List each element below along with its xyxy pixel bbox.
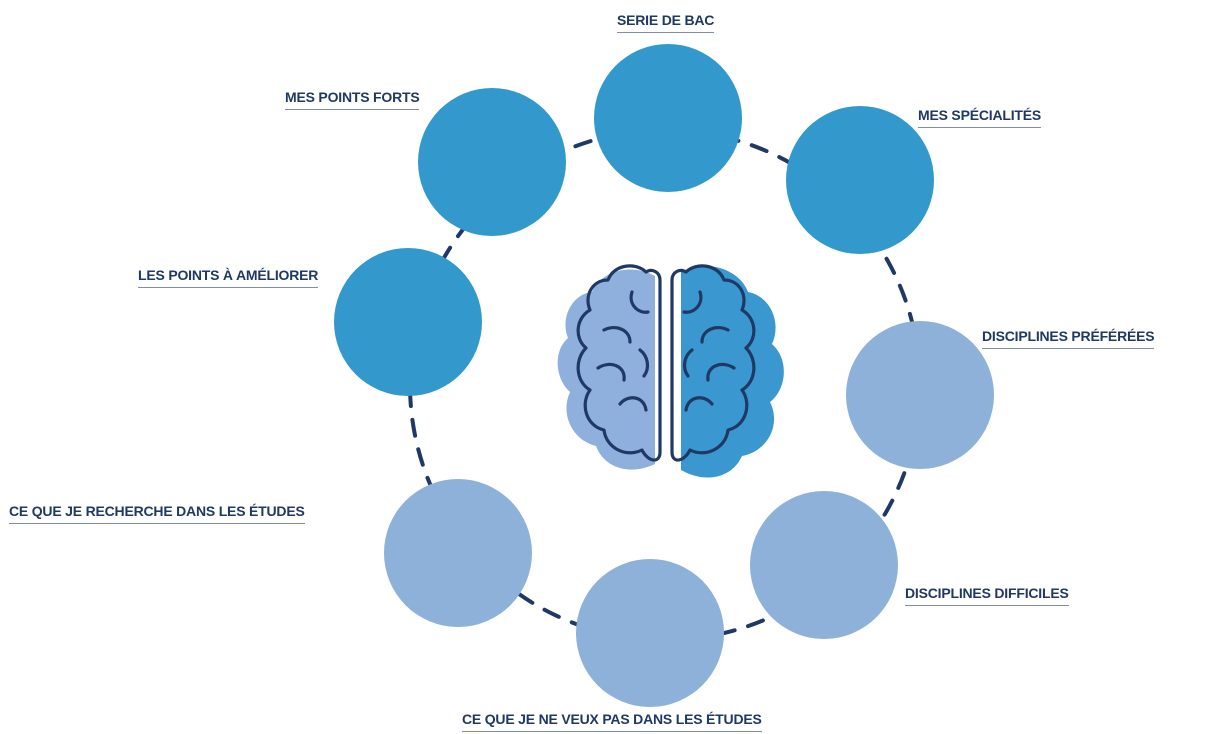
brain-icon (557, 264, 784, 478)
label-mes-specialites: MES SPÉCIALITÉS (918, 107, 1041, 128)
label-points-forts: MES POINTS FORTS (285, 89, 420, 110)
label-ne-veux-pas: CE QUE JE NE VEUX PAS DANS LES ÉTUDES (462, 711, 762, 732)
label-disciplines-difficiles: DISCIPLINES DIFFICILES (905, 585, 1069, 606)
node-circle-disciplines-preferees (846, 321, 994, 469)
label-recherche: CE QUE JE RECHERCHE DANS LES ÉTUDES (9, 503, 305, 524)
label-serie-de-bac: SERIE DE BAC (617, 12, 714, 33)
node-circle-points-a-ameliorer (334, 248, 482, 396)
label-disciplines-preferees: DISCIPLINES PRÉFÉRÉES (982, 328, 1155, 349)
node-circle-serie-de-bac (594, 44, 742, 192)
brain-right-hemisphere (681, 265, 784, 478)
node-circle-disciplines-difficiles (750, 491, 898, 639)
label-points-a-ameliorer: LES POINTS À AMÉLIORER (138, 267, 318, 288)
node-circle-mes-specialites (786, 106, 934, 254)
node-circle-points-forts (418, 88, 566, 236)
node-circle-recherche (384, 479, 532, 627)
node-circle-ne-veux-pas (576, 559, 724, 707)
